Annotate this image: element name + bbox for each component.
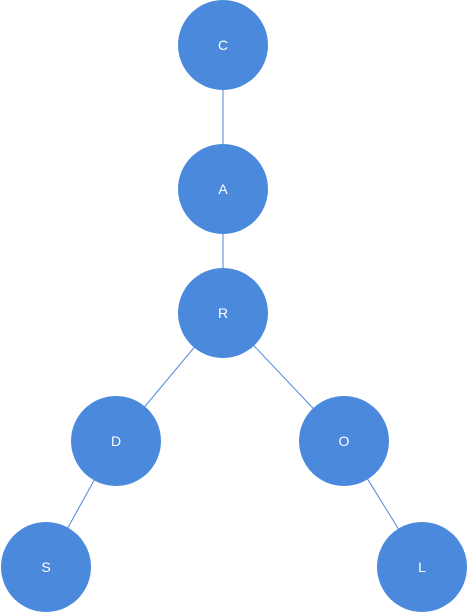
node-label: D	[111, 433, 121, 449]
node-d: D	[71, 396, 161, 486]
node-s: S	[1, 522, 91, 612]
node-circle	[71, 396, 161, 486]
node-circle	[377, 522, 467, 612]
node-o: O	[299, 396, 389, 486]
node-label: O	[339, 433, 350, 449]
node-circle	[299, 396, 389, 486]
node-circle	[178, 144, 268, 234]
node-c: C	[178, 0, 268, 90]
node-circle	[178, 0, 268, 90]
node-label: A	[218, 181, 228, 197]
node-l: L	[377, 522, 467, 612]
node-label: L	[418, 559, 426, 575]
node-label: R	[218, 305, 228, 321]
node-circle	[178, 268, 268, 358]
node-r: R	[178, 268, 268, 358]
node-label: C	[218, 37, 228, 53]
node-label: S	[41, 559, 50, 575]
node-circle	[1, 522, 91, 612]
node-a: A	[178, 144, 268, 234]
